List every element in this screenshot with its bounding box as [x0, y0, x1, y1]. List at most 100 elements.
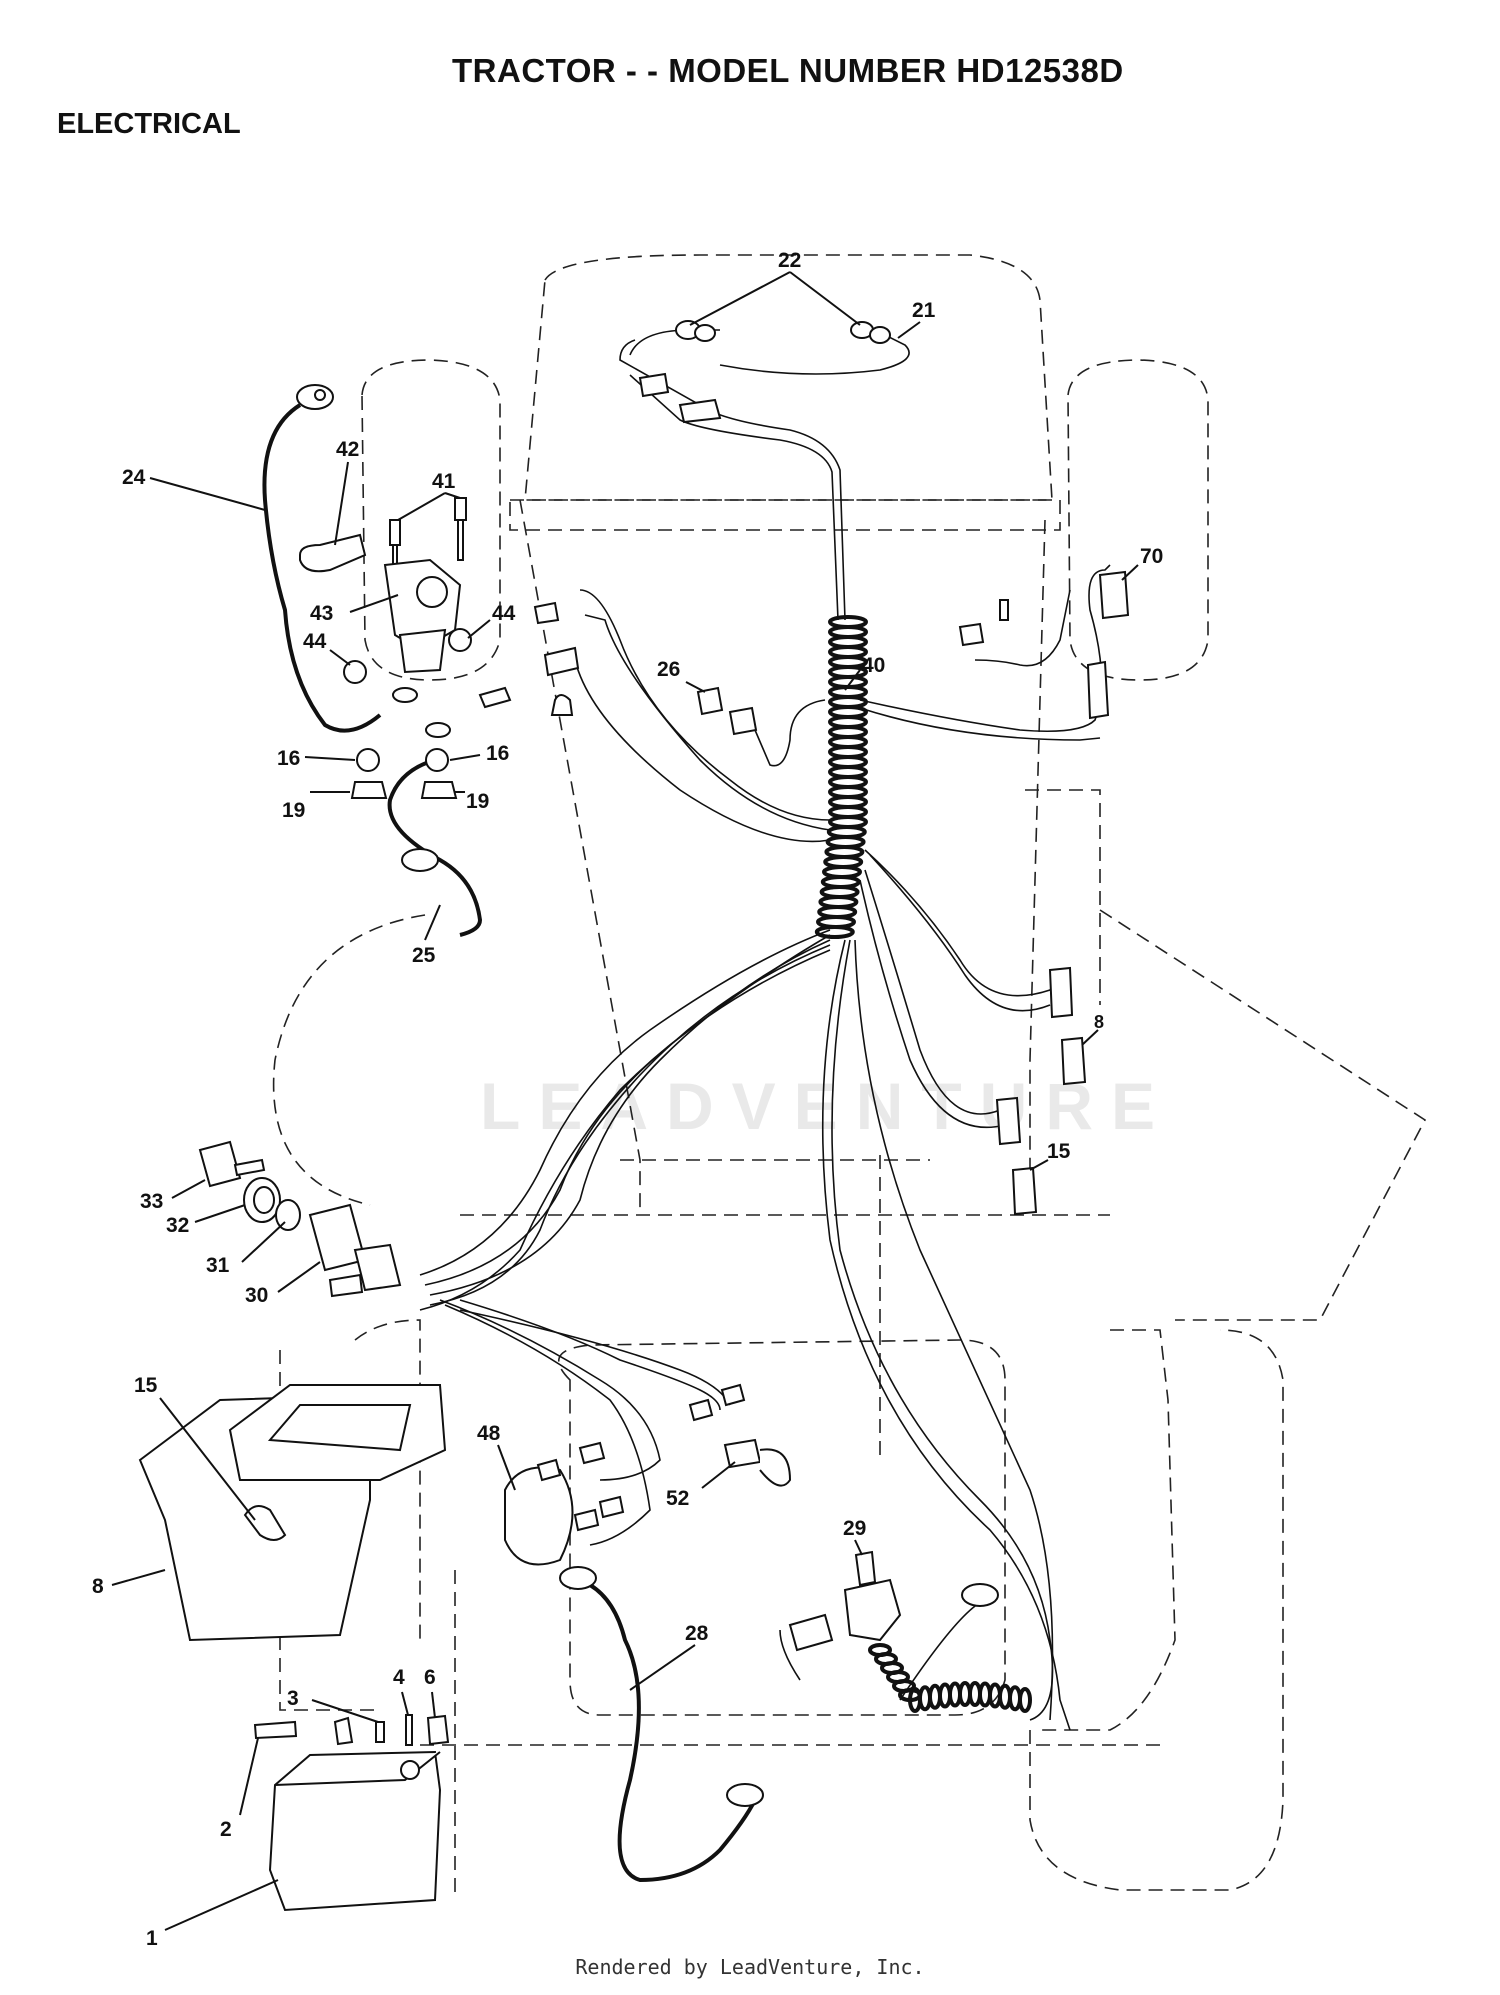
leader-41	[397, 492, 461, 521]
pin-right	[999, 599, 1009, 621]
battery-box-grate	[267, 1404, 412, 1452]
fuse-48-connector-3	[573, 1508, 600, 1532]
harness-seat-branch-1	[831, 939, 1054, 1721]
tractor-outline	[272, 254, 1427, 1900]
ring-terminal-28-top	[559, 1566, 597, 1590]
ring-terminal-24-hole	[314, 389, 326, 401]
callout-44-left: 44	[303, 630, 327, 653]
leader-32	[194, 1204, 246, 1223]
plug-16-bottom-mate	[995, 1096, 1022, 1146]
leader-52	[701, 1461, 736, 1489]
leader-2	[239, 1737, 259, 1816]
harness-front-branch	[619, 339, 846, 621]
plug-16-top	[1060, 1036, 1087, 1086]
connector-70	[1098, 570, 1130, 620]
callout-20-right: 19	[466, 790, 489, 813]
callout-3: 3	[287, 1687, 299, 1710]
connector-52-loop	[759, 1448, 792, 1487]
solenoid-43-body	[398, 628, 447, 674]
callout-1: 1	[146, 1927, 158, 1950]
leader-19a	[304, 756, 356, 761]
ignition-connector-2	[328, 1273, 364, 1298]
ignition-key-33-blade	[233, 1158, 266, 1177]
switch-29	[843, 1578, 902, 1642]
fuse-holder-48	[504, 1466, 574, 1566]
callout-29: 29	[843, 1517, 866, 1540]
cable-25	[387, 758, 483, 937]
connector-26-left	[696, 686, 724, 716]
deck-outline-2	[1025, 789, 1101, 1005]
battery-terminal-post	[400, 1760, 420, 1780]
callout-19-right: 16	[486, 742, 509, 765]
callout-52: 52	[666, 1487, 689, 1510]
ring-terminal-seat	[961, 1583, 999, 1607]
callout-44-right: 44	[492, 602, 516, 625]
front-axle	[509, 499, 1061, 531]
leader-25	[424, 904, 441, 941]
bullet-connector-left	[478, 686, 512, 709]
ignition-key-33	[198, 1140, 242, 1188]
harness-ignition-4	[429, 944, 831, 1306]
leader-8	[111, 1569, 166, 1586]
connector-hook	[550, 694, 574, 716]
headlight-wire-right	[719, 334, 910, 375]
nut-6	[426, 1714, 450, 1746]
callout-labels: 22 21 24 42 41 43 44 44 16 16 19 19 25 2…	[92, 249, 1163, 1950]
connector-top-left	[533, 601, 560, 625]
leader-44a	[329, 649, 351, 666]
bolt-2	[253, 1720, 298, 1740]
leader-44b	[467, 619, 491, 639]
harness-seat-branch-2	[821, 939, 1071, 1731]
callout-25: 25	[412, 944, 436, 967]
switch-29-plunger	[854, 1550, 877, 1587]
callout-16-bottom: 15	[1047, 1140, 1071, 1163]
harness-ignition-5	[419, 949, 831, 1311]
rear-right-wheel	[1029, 1329, 1284, 1891]
leader-48	[497, 1444, 516, 1491]
harness-52-branch	[459, 1299, 721, 1411]
callout-21: 21	[912, 299, 936, 322]
connector-mid-left	[543, 646, 580, 677]
frame-right-rail	[1029, 519, 1046, 1210]
callout-31: 31	[206, 1254, 230, 1277]
left-front-wheel	[361, 359, 501, 681]
cable-24	[262, 403, 382, 733]
rear-body-right	[1040, 1329, 1176, 1731]
leader-30	[277, 1261, 321, 1293]
washer-44-right	[448, 628, 472, 652]
solenoid-43-top	[416, 576, 448, 608]
bezel-32-inner	[253, 1186, 275, 1214]
connector-26-right	[728, 706, 758, 736]
cable-28	[588, 1583, 757, 1883]
plug-16-top-mate	[1048, 966, 1074, 1019]
washer-19-left	[356, 748, 380, 772]
nut-31	[275, 1199, 301, 1231]
leader-24	[149, 477, 266, 511]
callout-32: 32	[166, 1214, 189, 1237]
headlight-socket-right	[869, 326, 891, 344]
left-fender	[354, 1319, 421, 1640]
leader-3	[311, 1699, 379, 1723]
battery-cables	[262, 403, 757, 1883]
solenoid-washer-low-1	[392, 687, 418, 703]
pto-coil-ring	[1018, 1687, 1032, 1713]
loom-ring	[814, 925, 855, 939]
pto-coil-ring	[898, 1688, 922, 1702]
ring-terminal-28-bottom	[726, 1783, 764, 1807]
pto-coil	[868, 1643, 1032, 1713]
ring-terminal-25	[401, 848, 439, 872]
callout-33: 33	[140, 1190, 163, 1213]
footer-credit: Rendered by LeadVenture, Inc.	[575, 1955, 925, 1979]
page-title: TRACTOR - - MODEL NUMBER HD12538D	[452, 52, 1124, 89]
connector-52-top	[688, 1398, 714, 1422]
fuse-48-connector-1	[536, 1458, 562, 1482]
leader-22	[689, 271, 861, 326]
leader-42	[334, 461, 349, 546]
headlight-socket-left	[694, 324, 716, 342]
plug-16-bottom	[1011, 1166, 1038, 1216]
terminal-boot-42	[299, 533, 367, 573]
harness-right-branch-2	[859, 707, 1101, 741]
leader-19b	[449, 754, 481, 761]
harness-seat-branch-3	[854, 939, 1054, 1721]
